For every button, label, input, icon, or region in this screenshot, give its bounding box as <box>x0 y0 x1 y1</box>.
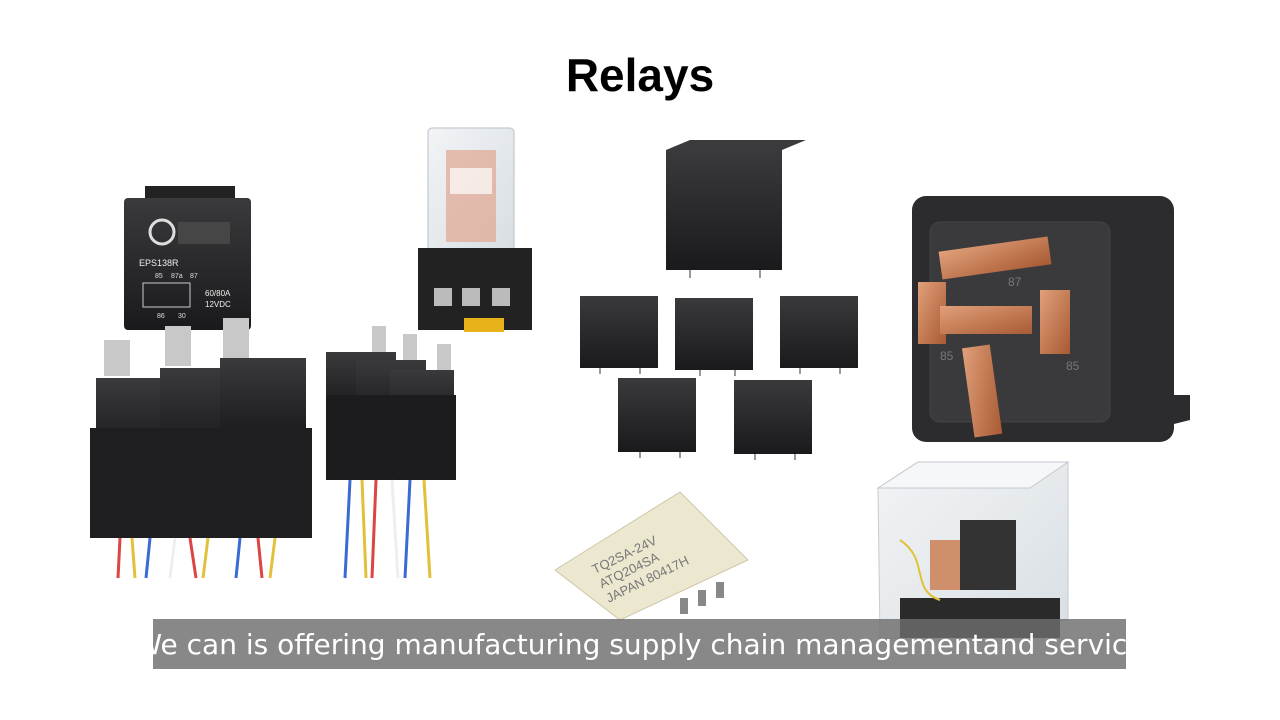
clear-case-power-relay <box>876 461 1070 641</box>
automotive-relay: EPS138R 85 87a 87 86 30 60/80A 12VDC <box>124 186 251 330</box>
subtitle-caption: We can is offering manufacturing supply … <box>153 619 1126 669</box>
svg-text:85: 85 <box>155 273 163 280</box>
slide-title: Relays <box>565 49 715 101</box>
svg-text:12VDC: 12VDC <box>205 300 231 309</box>
svg-text:87a: 87a <box>171 273 183 280</box>
plug-in-relay-with-socket <box>418 127 532 332</box>
relay-harness-triple <box>90 318 312 579</box>
svg-text:60/80A: 60/80A <box>205 289 231 298</box>
terminal-87-label: 87 <box>1008 275 1022 289</box>
terminal-85b-label: 85 <box>1066 359 1080 373</box>
relay-harness-double <box>326 326 456 579</box>
smd-signal-relay: TQ2SA-24V ATQ204SA JAPAN 80417H <box>554 491 749 621</box>
large-automotive-relay: 87 85 85 <box>912 196 1190 442</box>
pcb-relay-cluster <box>580 140 858 460</box>
svg-text:87: 87 <box>190 273 198 280</box>
svg-text:30: 30 <box>178 313 186 320</box>
terminal-85-label: 85 <box>940 349 954 363</box>
relay-model-label: EPS138R <box>139 258 179 268</box>
svg-text:86: 86 <box>157 313 165 320</box>
